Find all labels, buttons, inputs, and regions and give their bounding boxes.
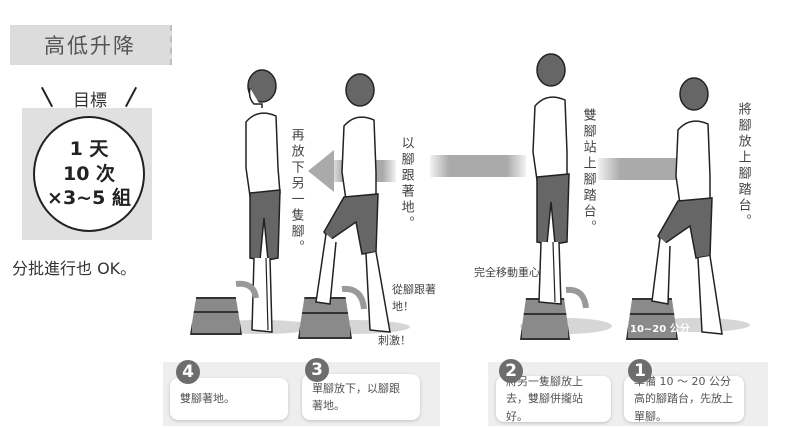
figure-2-caption: 雙腳站上腳踏台。 bbox=[580, 108, 596, 236]
goal-label: 目標 bbox=[73, 91, 107, 111]
curved-arrow-icon bbox=[235, 280, 259, 299]
step-3-text: 單腳放下，以腳跟著地。 bbox=[312, 381, 400, 412]
figure-3-side-note: 從腳跟著地！ bbox=[392, 283, 436, 313]
down-arrow-icon bbox=[341, 285, 367, 310]
step-4-badge: 4 bbox=[176, 360, 200, 384]
goal-circle: 1 天 10 次 ×3~5 組 bbox=[33, 116, 145, 232]
figure-2-side-note: 完全移動重心 bbox=[474, 266, 540, 279]
figure-3-caption: 以腳跟著地。 bbox=[398, 136, 414, 232]
person-stepping-up-icon bbox=[651, 77, 723, 335]
step-2-badge: 2 bbox=[499, 359, 523, 383]
step-1-text: 準備 10 ～ 20 公分高的腳踏台，先放上單腳。 bbox=[634, 375, 733, 423]
goal-ray-left bbox=[40, 86, 54, 108]
goal-frequency-reps: 10 次 bbox=[62, 162, 116, 185]
direction-band-2-3 bbox=[430, 155, 526, 177]
step-card-2: 將另一隻腳放上去，雙腳併攏站好。 bbox=[496, 375, 611, 423]
step-1-badge: 1 bbox=[628, 359, 652, 383]
goal-note: 分批進行也 OK。 bbox=[12, 259, 137, 278]
goal-frequency-day: 1 天 bbox=[69, 137, 109, 160]
person-on-step-icon bbox=[532, 53, 570, 305]
step-card-3: 單腳放下，以腳跟著地。 bbox=[302, 374, 420, 420]
step-3-badge: 3 bbox=[305, 358, 329, 382]
step-height-tag: 10~20 公分 bbox=[630, 324, 690, 335]
left-arrow-icon bbox=[308, 150, 334, 192]
figure-4-caption: 再放下另一隻腳。 bbox=[288, 128, 304, 256]
person-stepping-down-icon bbox=[315, 73, 391, 333]
up-arrow-icon bbox=[565, 286, 589, 309]
step-2-text: 將另一隻腳放上去，雙腳併攏站好。 bbox=[506, 375, 583, 423]
goal-frequency-sets: ×3~5 組 bbox=[47, 187, 131, 210]
step-card-4: 雙腳著地。 bbox=[170, 378, 288, 420]
person-standing-icon bbox=[245, 69, 281, 333]
figure-1-caption: 將腳放上腳踏台。 bbox=[735, 102, 751, 230]
step-4-text: 雙腳著地。 bbox=[180, 392, 235, 406]
step-card-1: 準備 10 ～ 20 公分高的腳踏台，先放上單腳。 bbox=[624, 375, 744, 423]
title-banner: 高低升降 bbox=[10, 25, 172, 65]
goal-ray-right bbox=[124, 86, 138, 108]
figure-3-impact-note: 刺激！ bbox=[378, 334, 411, 347]
